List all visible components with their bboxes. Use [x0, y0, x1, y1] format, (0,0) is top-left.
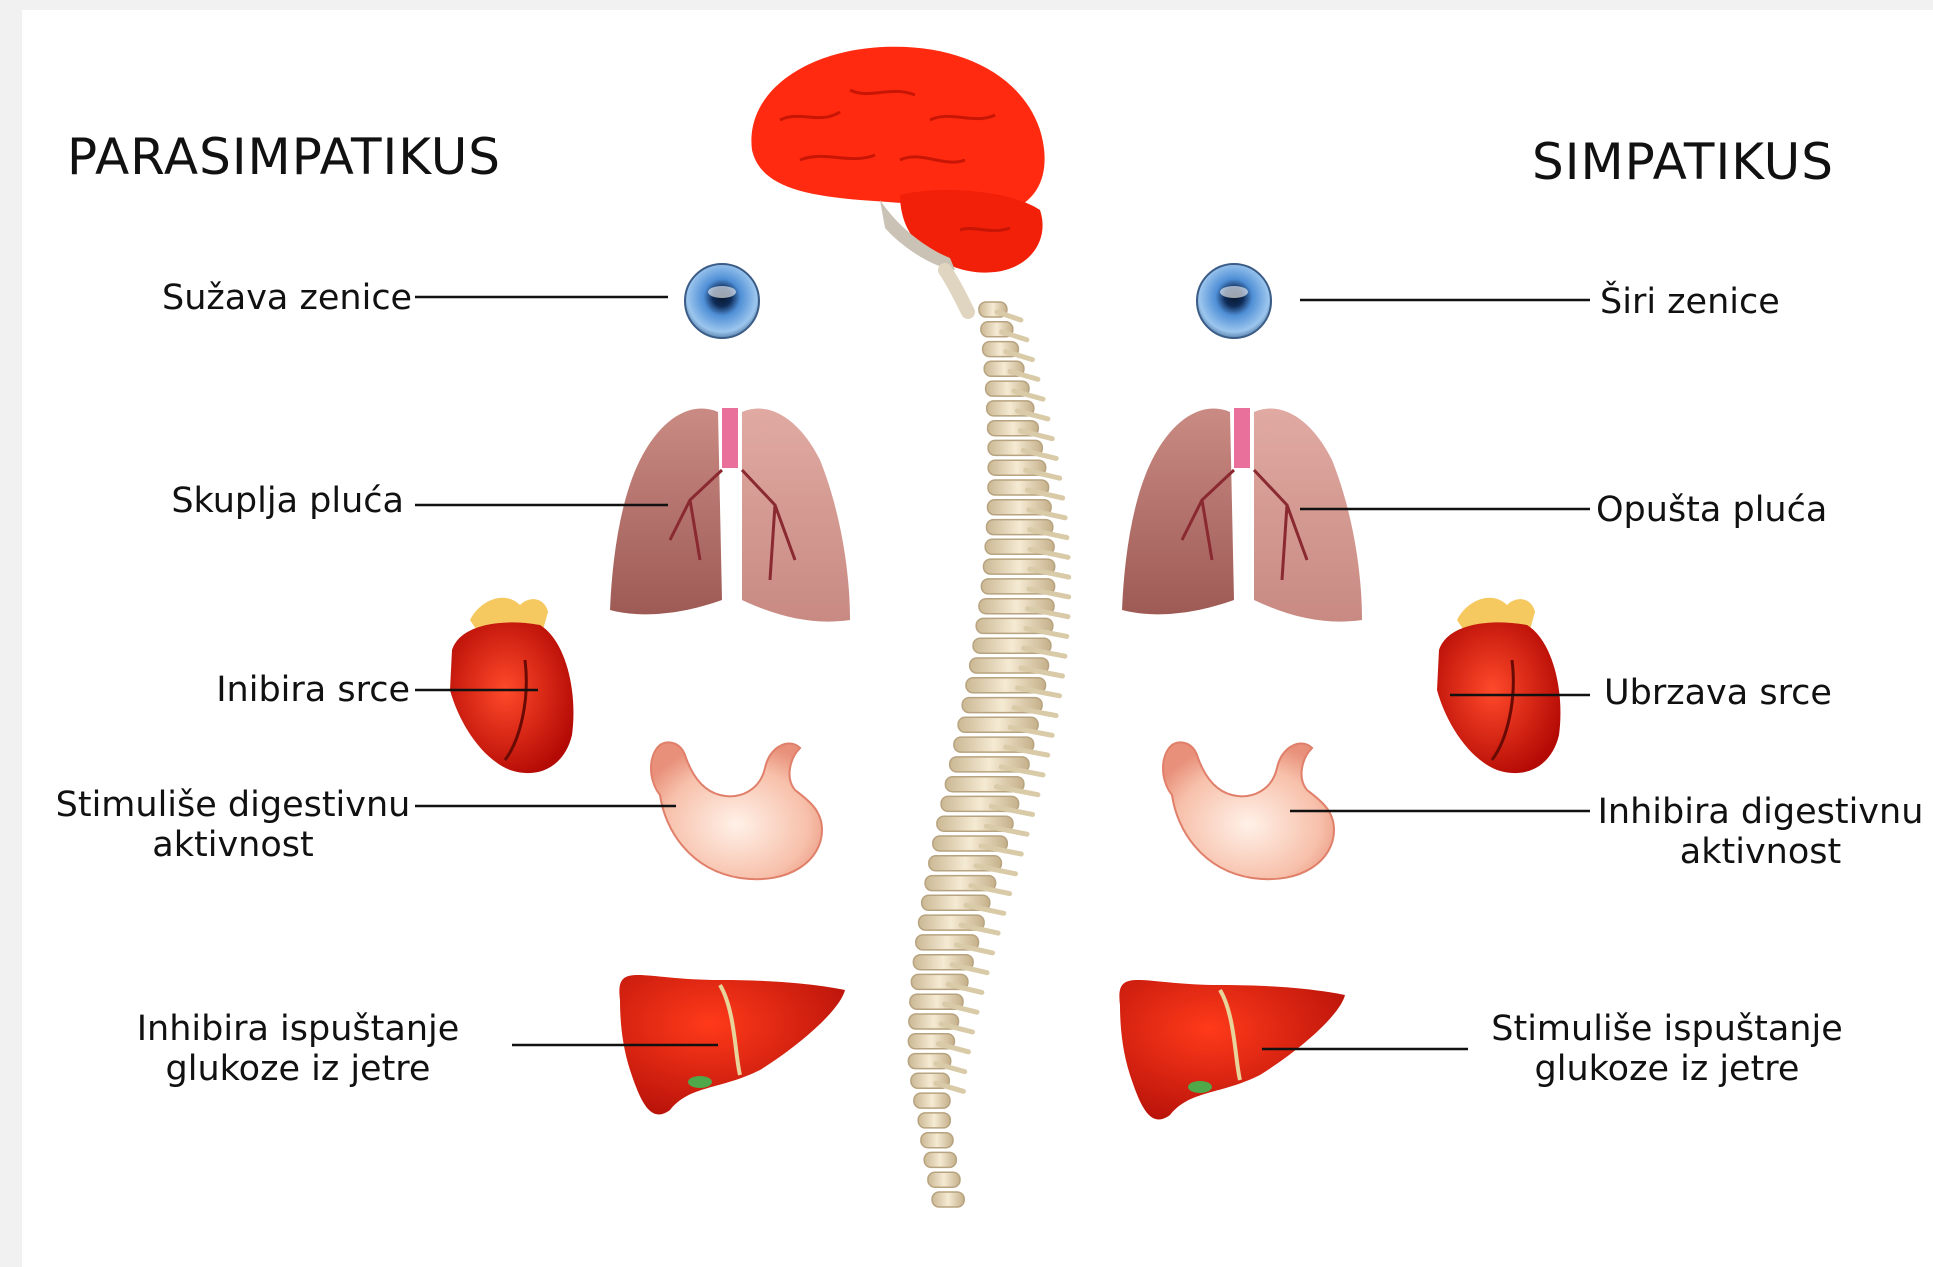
left-label-stomach: Stimuliše digestivnu aktivnost [48, 785, 418, 865]
left-title: PARASIMPATIKUS [67, 128, 501, 186]
vertebra [932, 1192, 964, 1207]
heart-icon [450, 598, 573, 773]
left-label-liver-line2: glukoze iz jetre [128, 1049, 468, 1089]
left-label-lungs: Skuplja pluća [162, 481, 404, 521]
vertebra [921, 1133, 953, 1148]
left-label-heart: Inibira srce [200, 670, 410, 710]
left-label-liver: Inhibira ispuštanje glukoze iz jetre [128, 1009, 468, 1089]
left-label-stomach-line2: aktivnost [48, 825, 418, 865]
right-title: SIMPATIKUS [1532, 133, 1834, 191]
lungs-icon [610, 408, 850, 622]
left-label-eye: Sužava zenice [162, 278, 404, 318]
right-label-stomach: Inhibira digestivnu aktivnost [1588, 792, 1933, 872]
lungs-icon [1122, 408, 1362, 622]
eye-icon [1197, 264, 1271, 338]
left-label-stomach-line1: Stimuliše digestivnu [48, 785, 418, 825]
right-label-lungs: Opušta pluća [1596, 490, 1827, 530]
right-label-stomach-line1: Inhibira digestivnu [1588, 792, 1933, 832]
vertebra [924, 1152, 956, 1167]
stomach-icon [651, 742, 822, 879]
right-label-liver: Stimuliše ispuštanje glukoze iz jetre [1482, 1009, 1852, 1089]
brain-icon [751, 47, 1044, 273]
right-label-eye: Širi zenice [1600, 282, 1780, 322]
spine-icon [908, 270, 1068, 1207]
right-label-liver-line2: glukoze iz jetre [1482, 1049, 1852, 1089]
left-label-liver-line1: Inhibira ispuštanje [128, 1009, 468, 1049]
vertebra [928, 1172, 960, 1187]
vertebra [918, 1113, 950, 1128]
heart-icon [1437, 598, 1560, 773]
vertebra [914, 1093, 950, 1108]
right-label-liver-line1: Stimuliše ispuštanje [1482, 1009, 1852, 1049]
eye-icon [685, 264, 759, 338]
right-label-stomach-line2: aktivnost [1588, 832, 1933, 872]
right-label-heart: Ubrzava srce [1604, 673, 1832, 713]
